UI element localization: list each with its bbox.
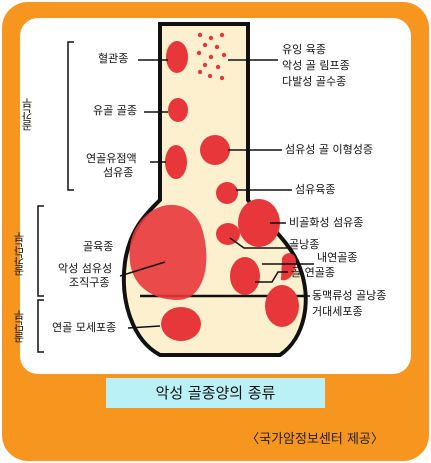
label-ewing-1: 유잉 육종 [282,43,326,56]
region-diaphysis-label: 골간부 [21,98,34,131]
label-hemangioma: 혈관종 [98,52,129,65]
fibrosarcoma-lesion [216,182,238,204]
osteoid-osteoma-lesion [168,98,188,122]
label-ewing-2: 악성 골 림프종 [282,59,350,72]
label-ewing-3: 다발성 골수종 [282,75,347,88]
hemangioma-lesion [166,41,188,73]
label-fibrosarcoma: 섬유육종 [295,183,336,196]
label-nonossifying-fibroma: 비골화성 섬유종 [289,216,364,229]
label-chondroblastoma: 연골 모세포종 [52,321,117,334]
nonossifying-fibroma-lesion [238,199,280,247]
chondromyxoid-fibroma-lesion [165,145,187,179]
label-aneurysmal-bone-cyst: 동맥류성 골낭종 [312,289,387,302]
label-fibrous-dysplasia: 섬유성 골 이형성증 [285,143,373,156]
diagram-title: 악성 골종양의 종류 [106,378,325,408]
label-enchondroma: 내연골종 [317,251,358,264]
fibrous-dysplasia-lesion [200,135,230,165]
label-mfh-1: 악성 섬유성 [58,262,113,275]
osteosarcoma-lesion [129,204,207,300]
giant-cell-tumor-lesion [265,285,299,327]
label-giant-cell-tumor: 거대세포종 [312,305,363,318]
label-bone-cyst: 골낭종 [289,238,320,251]
osteochondroma-lesion [281,253,296,281]
leader-lines [119,59,314,329]
label-chondromyxoid-fibroma-2: 섬유종 [103,166,134,179]
bone-cyst-lesion [216,223,240,245]
source-credit: 〈국가암정보센터 제공〉 [246,432,384,447]
chondroblastoma-lesion [161,307,201,341]
label-osteosarcoma: 골육종 [83,240,114,253]
label-chondromyxoid-fibroma-1: 연골유점액 [86,152,137,165]
label-mfh-2: 조직구종 [69,276,110,289]
region-brackets [37,41,74,353]
label-osteoid-osteoma: 유골 골종 [93,104,137,117]
region-metaphysis-label: 골간단부 [13,232,26,276]
region-epiphysis-label: 골단부 [13,310,26,343]
label-osteochondroma: 골 연골종 [291,266,335,279]
enchondroma-lesion [230,257,260,295]
ewing-dots [196,32,227,81]
